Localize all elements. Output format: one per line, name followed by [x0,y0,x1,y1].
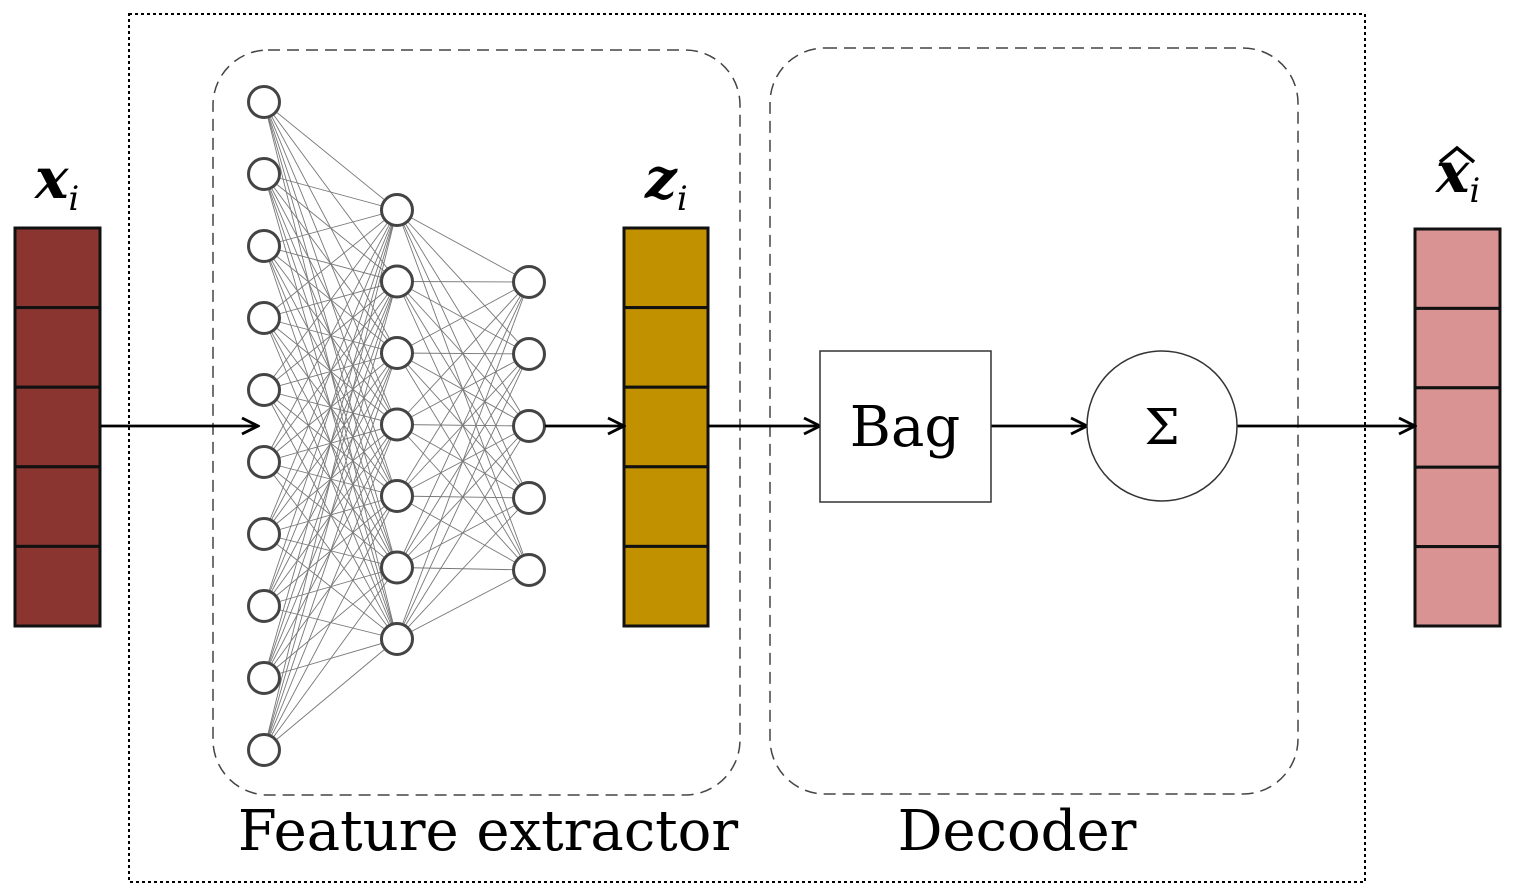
latent-vector-cell [622,385,710,469]
output-label-hat [1438,145,1476,164]
network-edge [396,281,530,354]
network-edge [263,209,398,391]
latent-vector-cell [622,544,710,628]
network-edge [263,209,398,247]
neuron-node [247,229,281,263]
input-vector-cell [13,385,102,469]
neuron-node [512,481,546,515]
network-edge [263,209,398,319]
input-vector-cell [13,306,102,389]
network-edge [263,567,398,751]
neuron-node [247,733,281,767]
network-edge [263,495,398,751]
network-edge [396,209,530,283]
decoder-box [769,47,1299,795]
output-label: xi [1435,140,1480,211]
input-vector-cell [13,465,102,548]
neuron-node [380,479,414,513]
neuron-node [380,336,414,370]
latent-label-symbol: z [644,146,678,212]
neuron-node [247,661,281,695]
sum-symbol: Σ [1144,398,1179,456]
bag-label: Bag [850,395,960,460]
neuron-node [247,589,281,623]
neuron-node [512,553,546,587]
output-label-subscript: i [1469,171,1480,211]
network-edge [263,209,398,679]
input-vector-cell [13,226,102,310]
neuron-node [247,85,281,119]
input-label: xi [34,146,79,219]
neuron-node [247,301,281,335]
outer-frame [128,13,1366,883]
network-edge [263,101,398,211]
network-edge [396,569,530,640]
output-vector-cell [1413,386,1502,469]
network-edge [263,352,398,751]
latent-label: zi [644,146,688,219]
output-label-symbol: x [1435,140,1470,206]
output-vector [1413,227,1502,628]
network-edge [396,281,530,283]
neuron-node [247,445,281,479]
network-edge [396,281,530,497]
network-edge [396,353,530,640]
svg-text:xi: xi [1435,140,1480,211]
neuron-node [380,407,414,442]
output-vector-cell [1413,465,1502,549]
feature-extractor-caption: Feature extractor [238,799,739,864]
feature-extractor-box [212,49,741,796]
network-edge [396,497,530,640]
neuron-node [380,264,414,299]
network-edge [263,209,398,751]
network-edge [396,281,530,425]
latent-vector-cell [622,306,710,389]
neuron-node [247,373,281,407]
neuron-node [380,622,414,656]
output-vector-cell [1413,545,1502,628]
latent-vector-cell [622,226,710,310]
network-edge [396,281,530,640]
network-neurons [247,85,546,767]
bag-block [819,350,992,503]
network-edge [396,281,530,568]
neuron-node [512,409,546,443]
network-edge [396,425,530,640]
network-connections [263,101,530,751]
network-edge [263,209,398,535]
neuron-node [380,193,414,227]
network-edge [263,173,398,211]
network-edge [263,638,398,751]
latent-label-subscript: i [677,179,688,219]
network-edge [263,209,398,463]
latent-vector-cell [622,465,710,548]
neuron-node [247,517,281,551]
network-edge [263,209,398,607]
neuron-node [512,337,546,371]
input-vector-cell [13,544,102,628]
neuron-node [380,550,414,585]
network-edge [263,281,398,751]
input-label-subscript: i [68,179,79,219]
network-edge [263,424,398,751]
latent-vector [622,226,710,628]
decoder-caption: Decoder [898,799,1137,864]
neuron-node [512,265,546,299]
output-vector-cell [1413,306,1502,390]
neuron-node [247,157,281,191]
sum-node [1086,350,1238,502]
output-vector-cell [1413,227,1502,310]
input-vector [13,226,102,628]
input-label-symbol: x [34,146,69,212]
